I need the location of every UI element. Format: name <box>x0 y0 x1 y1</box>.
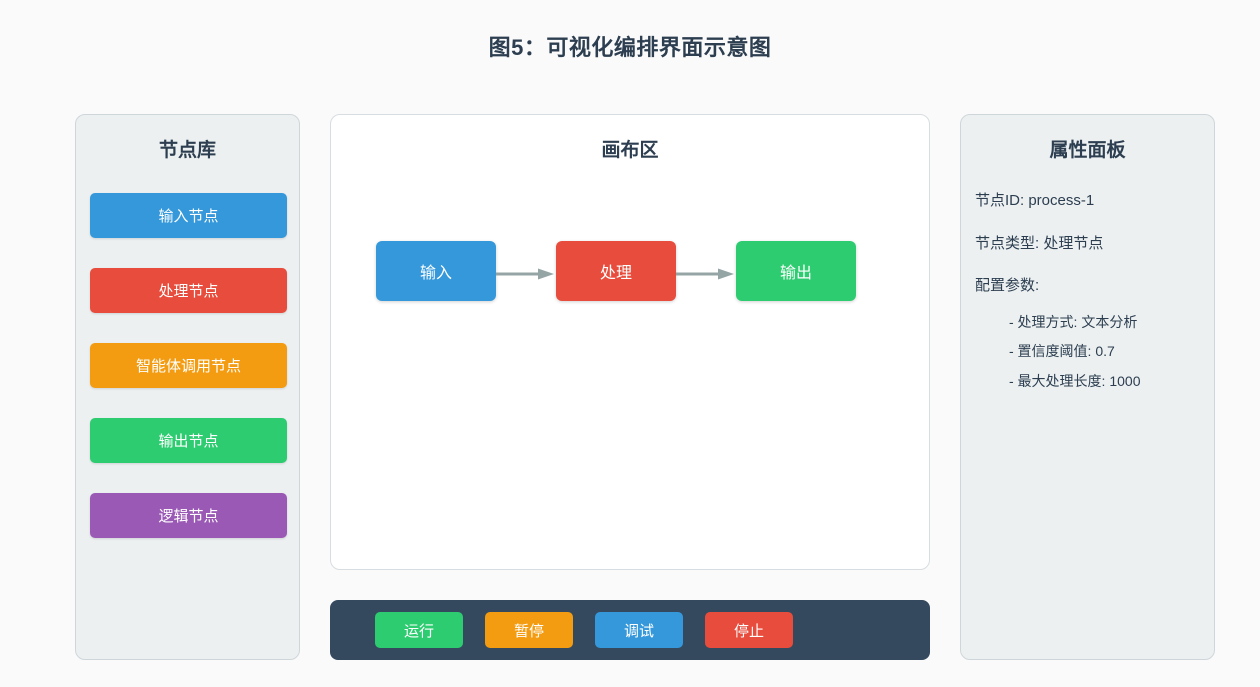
node-library-list: 输入节点 处理节点 智能体调用节点 输出节点 逻辑节点 <box>90 193 287 568</box>
properties-title: 属性面板 <box>1049 140 1126 161</box>
pause-button-label: 暂停 <box>513 622 544 640</box>
canvas-title: 画布区 <box>601 140 659 161</box>
node-library-item-label: 处理节点 <box>158 283 219 300</box>
property-config-item: - 最大处理长度: 1000 <box>1009 373 1141 390</box>
property-config-item: - 处理方式: 文本分析 <box>1009 313 1138 330</box>
run-button-label: 运行 <box>403 622 434 640</box>
flow-node-label: 处理 <box>599 265 632 282</box>
page-title: 图5：可视化编排界面示意图 <box>488 35 772 60</box>
node-library-item-label: 输出节点 <box>158 433 219 450</box>
node-library-title: 节点库 <box>158 140 216 161</box>
node-library-panel: 节点库 输入节点 处理节点 智能体调用节点 输出节点 逻辑节点 <box>75 114 300 660</box>
connector-input-to-process <box>496 268 554 280</box>
node-library-item-output[interactable]: 输出节点 <box>90 418 287 463</box>
node-library-item-agent-call[interactable]: 智能体调用节点 <box>90 343 287 388</box>
debug-button-label: 调试 <box>623 622 654 640</box>
flow-node-label: 输入 <box>419 265 452 282</box>
run-button[interactable]: 运行 <box>375 612 463 648</box>
stop-button-label: 停止 <box>733 622 764 640</box>
node-library-item-input[interactable]: 输入节点 <box>90 193 287 238</box>
node-library-item-label: 逻辑节点 <box>158 508 219 525</box>
node-library-item-label: 智能体调用节点 <box>135 358 241 375</box>
property-config-item: - 置信度阈值: 0.7 <box>1009 343 1115 360</box>
flow-node-output[interactable]: 输出 <box>736 241 856 301</box>
connector-process-to-output <box>676 268 734 280</box>
pause-button[interactable]: 暂停 <box>485 612 573 648</box>
property-config-label: 配置参数: <box>975 277 1040 294</box>
canvas-stage[interactable]: 输入 处理 输出 <box>331 115 929 569</box>
node-library-item-process[interactable]: 处理节点 <box>90 268 287 313</box>
node-library-item-label: 输入节点 <box>158 208 219 225</box>
properties-panel: 属性面板 节点ID: process-1 节点类型: 处理节点 配置参数: - … <box>960 114 1215 660</box>
debug-button[interactable]: 调试 <box>595 612 683 648</box>
canvas-panel[interactable]: 画布区 输入 处理 输出 <box>330 114 930 570</box>
flow-node-process[interactable]: 处理 <box>556 241 676 301</box>
stop-button[interactable]: 停止 <box>705 612 793 648</box>
properties-body: 节点ID: process-1 节点类型: 处理节点 配置参数: - 处理方式:… <box>975 191 1200 402</box>
flow-node-label: 输出 <box>779 265 812 282</box>
action-toolbar: 运行 暂停 调试 停止 <box>330 600 930 660</box>
property-node-type: 节点类型: 处理节点 <box>975 234 1104 252</box>
property-config-list: - 处理方式: 文本分析 - 置信度阈值: 0.7 - 最大处理长度: 1000 <box>975 313 1200 392</box>
node-library-item-logic[interactable]: 逻辑节点 <box>90 493 287 538</box>
flow-node-input[interactable]: 输入 <box>376 241 496 301</box>
property-node-id: 节点ID: process-1 <box>975 192 1095 209</box>
